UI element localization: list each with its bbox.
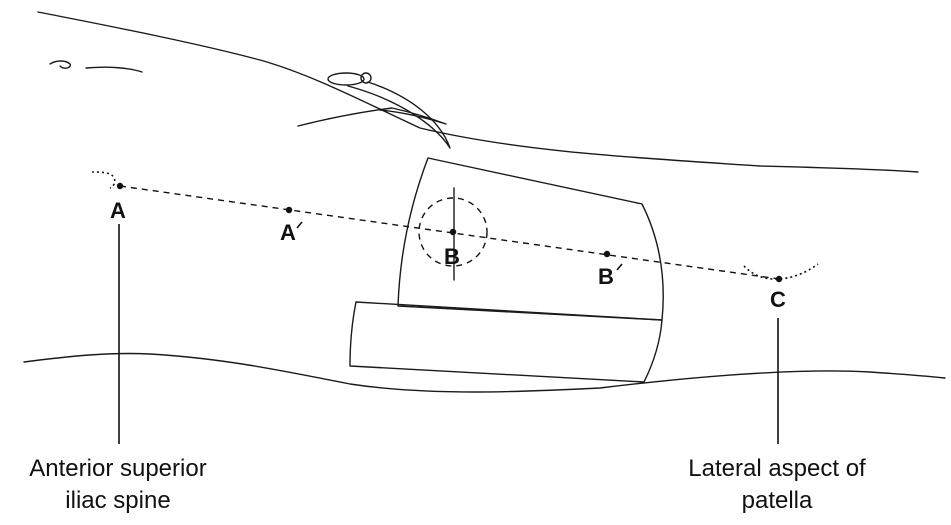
- thigh-upper-contour: [37, 11, 919, 173]
- point-a-prime: [285, 206, 293, 214]
- label-b: B: [444, 244, 460, 269]
- hip-detail-line: [85, 66, 143, 73]
- point-center: [449, 228, 457, 236]
- label-c: C: [770, 287, 786, 312]
- label-a: A: [110, 198, 126, 223]
- label-a-prime: A: [280, 220, 296, 245]
- ultrasound-probe-head: [397, 157, 664, 321]
- patella-caption-line2: patella: [742, 487, 813, 514]
- label-b-prime: B: [598, 264, 614, 289]
- thumb-tip: [327, 72, 365, 86]
- hip-detail-squiggle: [49, 60, 71, 69]
- patella-landmark-curve: [743, 263, 819, 280]
- b-prime-mark: [616, 263, 623, 271]
- asis-caption-line2: iliac spine: [65, 487, 170, 514]
- a-prime-mark: [296, 221, 303, 229]
- point-b-prime: [603, 250, 611, 258]
- asis-landmark-curve: [91, 171, 116, 189]
- target-circle: [418, 197, 488, 267]
- hand-thumb-curve: [347, 81, 451, 149]
- asis-patella-line: [119, 185, 780, 280]
- point-patella: [775, 275, 783, 283]
- asis-caption-line1: Anterior superior: [29, 455, 206, 482]
- thumbnail: [360, 72, 372, 84]
- hand-finger: [297, 107, 447, 127]
- point-asis: [116, 182, 124, 190]
- patella-caption-line1: Lateral aspect of: [688, 455, 866, 482]
- thigh-lower-contour: [23, 352, 946, 393]
- ultrasound-probe-handle: [349, 301, 663, 383]
